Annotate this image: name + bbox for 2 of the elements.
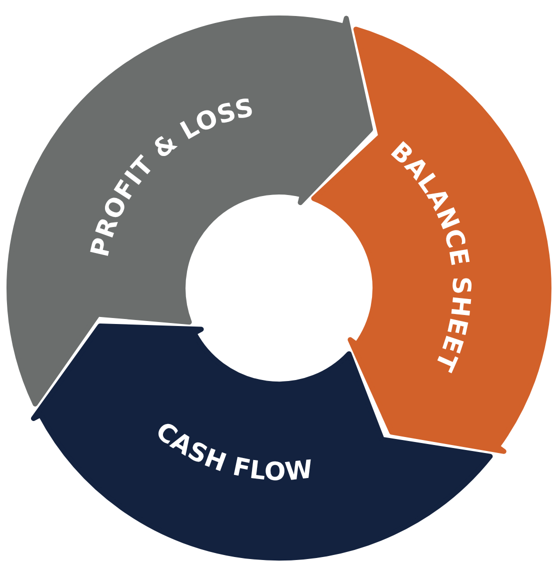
curved-arrow-segment [6, 15, 373, 406]
curved-arrow-segment [311, 26, 552, 454]
